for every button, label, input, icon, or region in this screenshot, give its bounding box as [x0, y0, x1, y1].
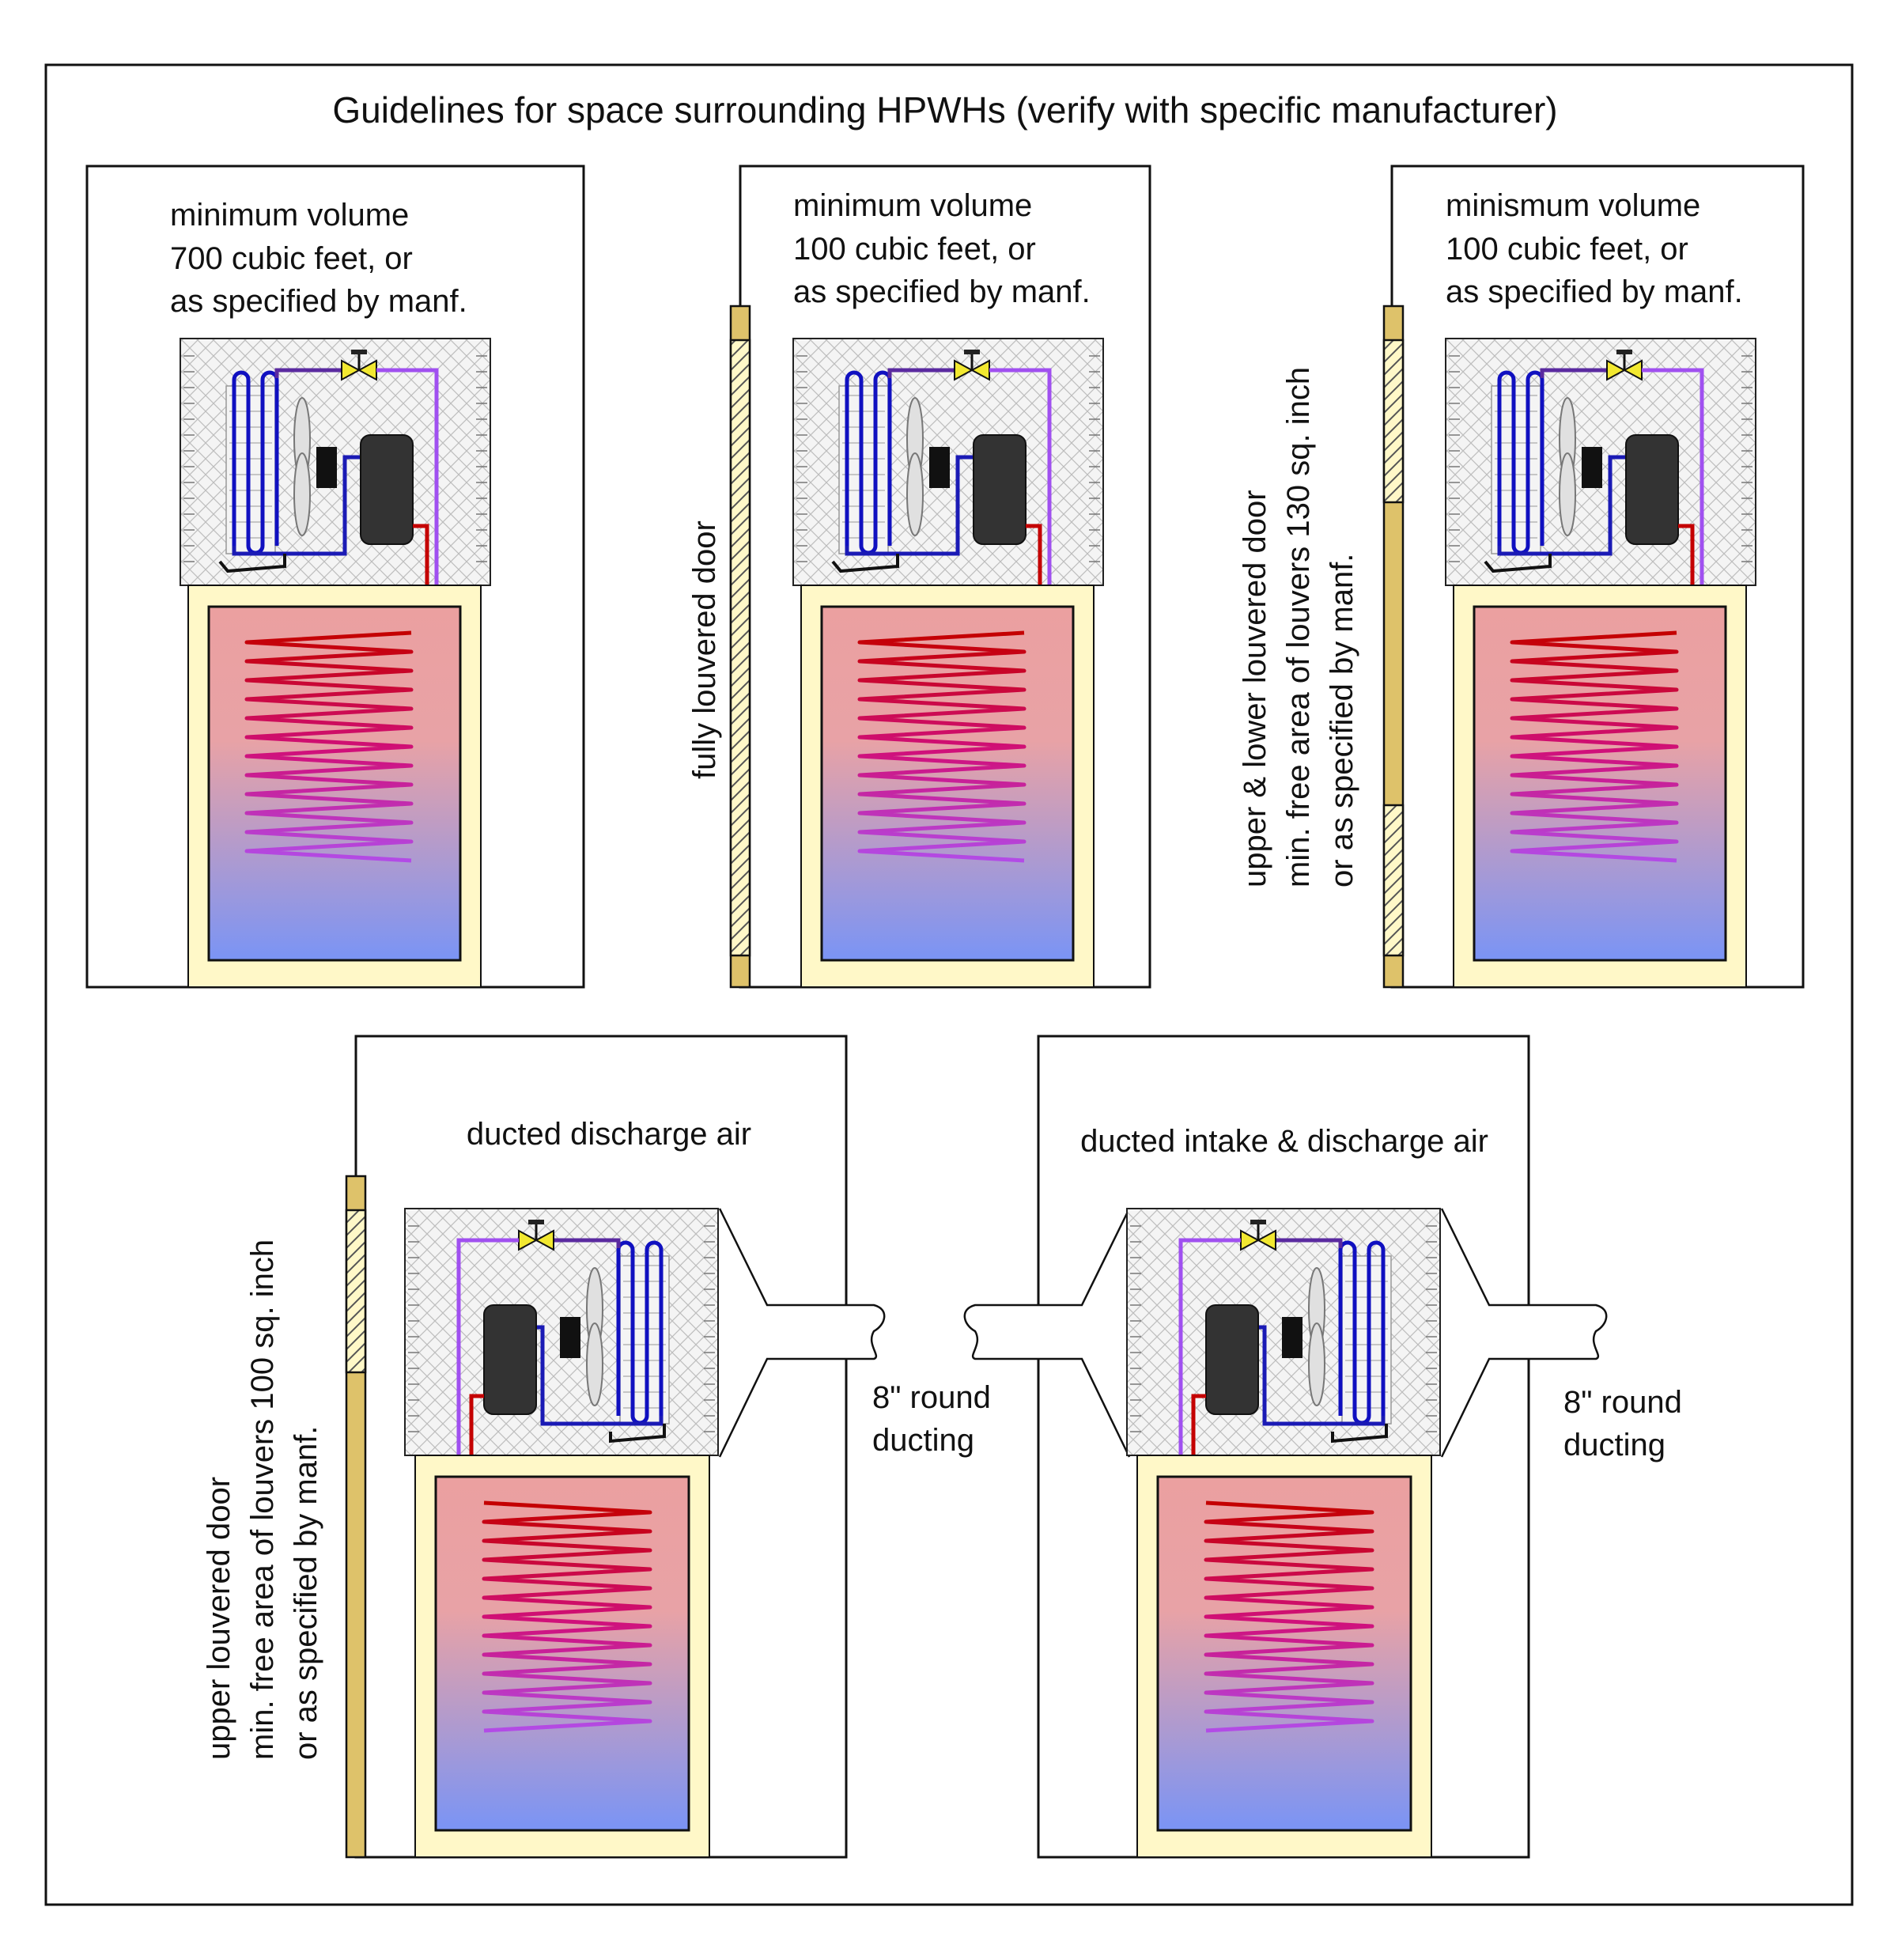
panel-closet-ducted-discharge: upper louvered door min. free area of lo…: [202, 1035, 991, 1859]
hpwh-unit: [793, 339, 1103, 987]
panel-2-line-2: 100 cubic feet, or: [793, 232, 1036, 267]
hpwh-unit: [180, 339, 490, 987]
louver-icon: [345, 1209, 367, 1374]
panel-5-duct-label-2: ducting: [1563, 1428, 1665, 1462]
panel-3-door-label-1: upper & lower louvered door: [1238, 490, 1272, 887]
panel-5-duct-label-1: 8" round: [1563, 1385, 1682, 1420]
discharge-duct: [1440, 1208, 1608, 1458]
outer-frame: [44, 63, 1854, 1906]
hpwh-unit: [405, 1209, 718, 1857]
panel-closet-upper-lower-louvered: upper & lower louvered door min. free ar…: [1238, 165, 1805, 989]
panel-2-door-label: fully louvered door: [687, 520, 722, 779]
hpwh-unit: [1127, 1209, 1440, 1857]
upper-louvered-door: [345, 1175, 367, 1859]
panel-4-door-label-2: min. free area of louvers 100 sq. inch: [245, 1239, 280, 1760]
panel-room-700: minimum volume 700 cubic feet, or as spe…: [85, 165, 585, 987]
panel-closet-ducted-intake-discharge: ducted intake & discharge air 8" round d…: [963, 1035, 1682, 1857]
panel-4-door-label-1: upper louvered door: [202, 1477, 236, 1760]
discharge-duct: [718, 1208, 886, 1458]
panel-3-door-label-2: min. free area of louvers 130 sq. inch: [1281, 367, 1316, 887]
diagram-title: Guidelines for space surrounding HPWHs (…: [332, 89, 1557, 131]
panel-3-line-1: minismum volume: [1446, 188, 1700, 223]
panel-1-line-2: 700 cubic feet, or: [170, 241, 413, 276]
louver-icon: [1382, 804, 1405, 957]
panel-4-duct-label-2: ducting: [872, 1423, 974, 1458]
panel-1-line-1: minimum volume: [170, 198, 409, 233]
panel-4-door-label-3: or as specified by manf.: [289, 1426, 323, 1760]
louvered-door: [729, 305, 751, 989]
panel-5-line-1: ducted intake & discharge air: [1080, 1124, 1488, 1159]
panel-3-door-label-3: or as specified by manf.: [1325, 554, 1359, 887]
panel-3-line-2: 100 cubic feet, or: [1446, 232, 1688, 267]
panel-2-line-1: minimum volume: [793, 188, 1032, 223]
louver-icon: [729, 339, 751, 957]
panel-4-line-1: ducted discharge air: [467, 1117, 751, 1152]
panel-3-line-3: as specified by manf.: [1446, 274, 1743, 309]
panel-closet-fully-louvered: fully louvered door minimum volume 100 c…: [687, 165, 1151, 989]
panel-2-line-3: as specified by manf.: [793, 274, 1091, 309]
panel-1-line-3: as specified by manf.: [170, 284, 467, 319]
intake-duct: [963, 1208, 1131, 1458]
louver-icon: [1382, 339, 1405, 504]
hpwh-unit: [1446, 339, 1756, 987]
upper-lower-louvered-door: [1382, 305, 1405, 989]
panel-4-duct-label-1: 8" round: [872, 1380, 991, 1415]
